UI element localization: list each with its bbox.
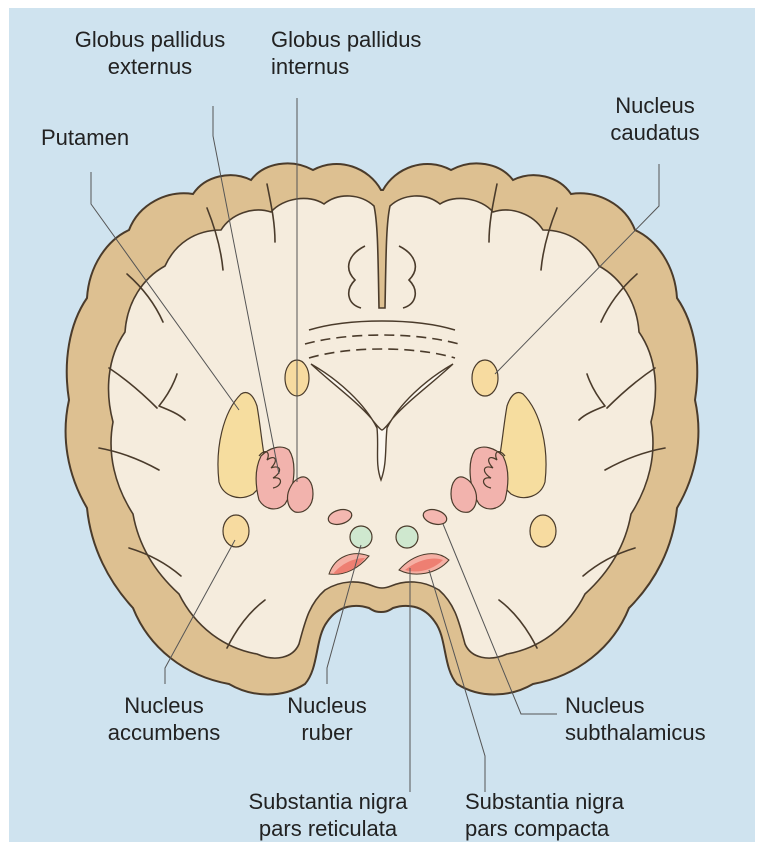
- label-line: Globus pallidus: [271, 26, 461, 53]
- label-line: internus: [271, 53, 461, 80]
- label-nucleus-accumbens: Nucleus accumbens: [99, 692, 229, 746]
- label-line: Nucleus: [267, 692, 387, 719]
- nucleus-accumbens-left: [223, 515, 249, 547]
- label-globus-pallidus-internus: Globus pallidus internus: [271, 26, 461, 80]
- label-line: accumbens: [99, 719, 229, 746]
- label-substantia-nigra-reticulata: Substantia nigra pars reticulata: [233, 788, 423, 842]
- label-line: caudatus: [595, 119, 715, 146]
- label-line: Nucleus: [99, 692, 229, 719]
- nucleus-ruber-right: [396, 526, 418, 548]
- label-line: Putamen: [41, 124, 161, 151]
- label-substantia-nigra-compacta: Substantia nigra pars compacta: [465, 788, 655, 842]
- label-line: pars reticulata: [233, 815, 423, 842]
- label-line: Globus pallidus: [55, 26, 245, 53]
- label-line: externus: [55, 53, 245, 80]
- label-line: Substantia nigra: [233, 788, 423, 815]
- label-line: Substantia nigra: [465, 788, 655, 815]
- label-globus-pallidus-externus: Globus pallidus externus: [55, 26, 245, 80]
- figure-panel: Globus pallidus externus Globus pallidus…: [9, 8, 755, 842]
- label-putamen: Putamen: [41, 124, 161, 151]
- label-line: Nucleus: [565, 692, 745, 719]
- label-nucleus-ruber: Nucleus ruber: [267, 692, 387, 746]
- label-line: ruber: [267, 719, 387, 746]
- nucleus-caudatus-right: [472, 360, 498, 396]
- label-line: subthalamicus: [565, 719, 745, 746]
- nucleus-ruber-left: [350, 526, 372, 548]
- nucleus-accumbens-right: [530, 515, 556, 547]
- label-line: Nucleus: [595, 92, 715, 119]
- label-nucleus-caudatus: Nucleus caudatus: [595, 92, 715, 146]
- label-nucleus-subthalamicus: Nucleus subthalamicus: [565, 692, 745, 746]
- label-line: pars compacta: [465, 815, 655, 842]
